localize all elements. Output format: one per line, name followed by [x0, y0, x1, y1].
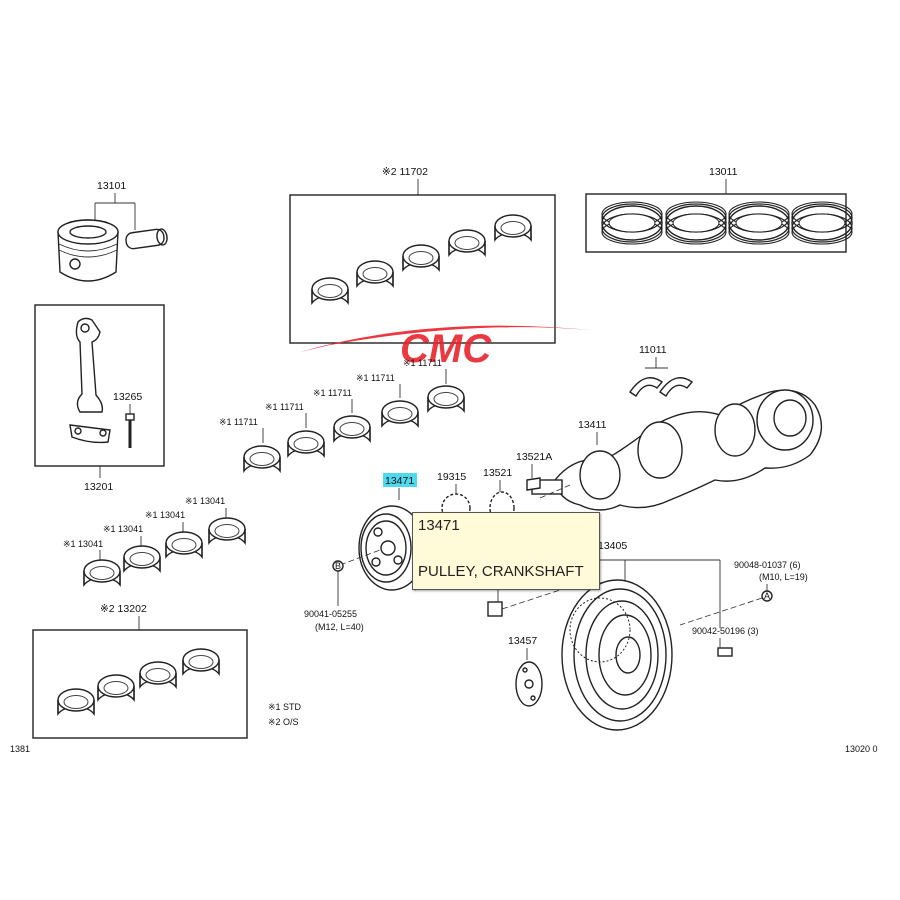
label-crankshaft: 13411 [578, 419, 607, 431]
damper-bolt-part[interactable] [487, 589, 561, 617]
label-timing-pulley: 13471 [385, 475, 414, 487]
label-main-bearing-set: ※2 11702 [382, 166, 428, 178]
rod-bearing-set-part[interactable]: ※2 13202 [32, 603, 248, 739]
label-bolt-90041-spec: (M12, L=40) [315, 622, 364, 632]
tooltip-part-name: PULLEY, CRANKSHAFT [418, 563, 584, 580]
rod-bearing-row-13041[interactable]: ※1 13041 ※1 13041 ※1 13041 ※1 13041 [63, 496, 246, 586]
label-rod-bearing-d: ※1 13041 [185, 496, 225, 506]
plate-13457-part[interactable]: 13457 [508, 635, 543, 707]
label-sprocket-19315: 19315 [437, 471, 466, 483]
main-bearing-set-part[interactable]: ※2 11702 [289, 166, 556, 344]
label-highlight [383, 473, 417, 487]
note-std: ※1 STD [268, 702, 302, 712]
thrust-washer-part[interactable]: 11011 [629, 344, 694, 398]
label-bolt-90048-spec: (M10, L=19) [759, 572, 808, 582]
label-bolt-90048: 90048-01037 (6) [734, 560, 801, 570]
label-bearing-c: ※1 11711 [313, 388, 352, 398]
bolt-90041-part[interactable]: B 90041-05255 (M12, L=40) [304, 549, 381, 632]
watermark-text: CMC [400, 327, 492, 371]
corner-code-left: 1381 [10, 744, 30, 754]
bearing-row-11711[interactable]: ※1 11711 ※1 11711 ※1 11711 ※1 11711 ※1 1… [219, 358, 465, 472]
brand-watermark: CMC [300, 325, 590, 371]
label-conrod-assy: 13201 [84, 481, 113, 493]
pin-90042-part[interactable]: 90042-50196 (3) [692, 626, 759, 657]
label-piston: 13101 [97, 180, 126, 192]
tooltip-part-number: 13471 [418, 517, 460, 534]
label-bearing-b: ※1 11711 [265, 402, 304, 412]
connecting-rod-part[interactable]: 13265 13201 [34, 304, 165, 493]
key-13521a-part[interactable]: 13521A [516, 451, 552, 491]
label-damper: 13405 [598, 540, 627, 552]
piston-ring-set-part[interactable]: 13011 [585, 166, 853, 253]
ref-letter-b: B [335, 561, 341, 571]
ref-letter-a: A [764, 591, 770, 601]
label-rod-bearing-b: ※1 13041 [103, 524, 143, 534]
corner-code-right: 13020 0 [845, 744, 878, 754]
label-bearing-d: ※1 11711 [356, 373, 395, 383]
label-rod-bearing-c: ※1 13041 [145, 510, 185, 520]
label-pin-90042: 90042-50196 (3) [692, 626, 759, 636]
piston-part[interactable]: 13101 [57, 180, 168, 282]
crankshaft-part[interactable]: 13411 [531, 389, 823, 511]
label-gear-13521: 13521 [483, 467, 512, 479]
part-tooltip: 13471 PULLEY, CRANKSHAFT [412, 512, 600, 590]
label-rod-bearing-set: ※2 13202 [100, 603, 147, 615]
label-plate: 13457 [508, 635, 537, 647]
label-ring-set: 13011 [709, 166, 738, 178]
label-conrod-bolt: 13265 [113, 391, 142, 403]
label-bearing-a: ※1 11711 [219, 417, 258, 427]
label-bearing-e: ※1 11711 [403, 358, 442, 368]
label-key-13521a: 13521A [516, 451, 552, 463]
label-bolt-90041: 90041-05255 [304, 609, 357, 619]
damper-13405-part[interactable]: 13405 [561, 540, 721, 731]
label-rod-bearing-a: ※1 13041 [63, 539, 103, 549]
label-thrust-washer: 11011 [639, 344, 667, 356]
bolt-90048-part[interactable]: 90048-01037 (6) (M10, L=19) A [679, 560, 808, 626]
note-os: ※2 O/S [268, 717, 299, 727]
